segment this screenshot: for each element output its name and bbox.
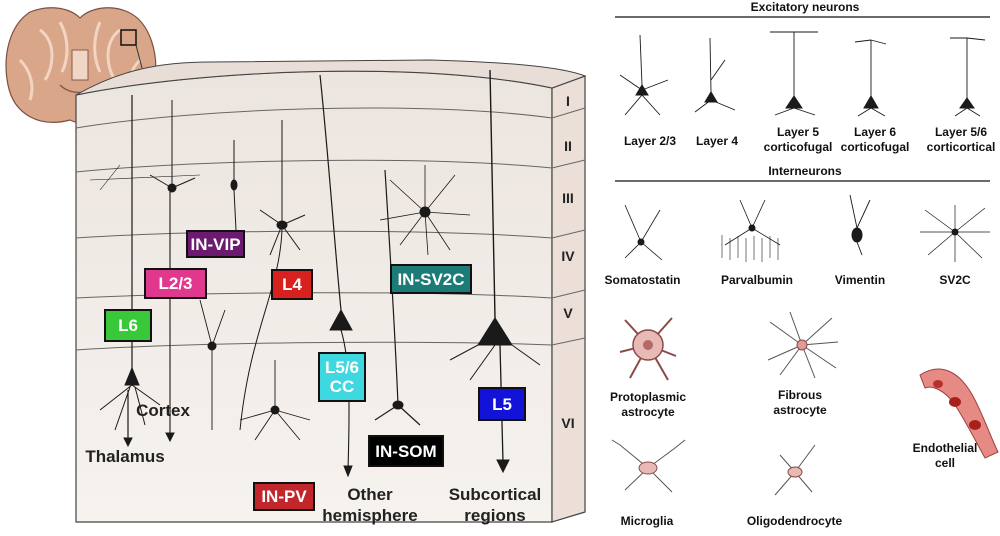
destination-cortex: Cortex: [136, 401, 190, 420]
excitatory-neuron-icons: [619, 31, 986, 117]
endothelial-cell-icon: [919, 368, 999, 459]
caption-fibrous-astrocyte: Fibrous astrocyte: [773, 388, 827, 417]
caption-sv2c: SV2C: [939, 273, 971, 287]
fibrous-astrocyte-icon: [767, 311, 839, 379]
caption-somatostatin: Somatostatin: [604, 273, 681, 287]
label-l6: L6: [104, 309, 152, 342]
layer-label-vi: VI: [561, 415, 575, 431]
caption-layer-4: Layer 4: [695, 134, 739, 148]
layer-label-i: I: [566, 93, 570, 109]
label-l23: L2/3: [144, 268, 207, 299]
caption-layer-6-corticofugal: Layer 6 corticofugal: [840, 125, 910, 154]
label-in-sv2c: IN-SV2C: [390, 264, 472, 294]
microglia-icon: [611, 439, 686, 493]
layer-label-iii: III: [562, 190, 574, 206]
excitatory-title: Excitatory neurons: [750, 0, 860, 14]
caption-protoplasmic-astrocyte: Protoplasmic astrocyte: [609, 390, 687, 419]
interneurons-title: Interneurons: [768, 164, 842, 178]
caption-layer-56-corticortical: Layer 5/6 corticortical: [926, 125, 996, 154]
destination-subcortical: Subcortical regions: [448, 485, 542, 525]
caption-oligodendrocyte: Oligodendrocyte: [746, 514, 843, 528]
caption-endothelial-cell: Endothelial cell: [912, 441, 978, 470]
label-in-pv: IN-PV: [253, 482, 315, 511]
label-l5: L5: [478, 387, 526, 421]
caption-layer-23: Layer 2/3: [623, 134, 677, 148]
caption-microglia: Microglia: [620, 514, 674, 528]
caption-vimentin: Vimentin: [834, 273, 886, 287]
label-in-vip: IN-VIP: [186, 230, 245, 258]
destination-thalamus: Thalamus: [85, 447, 165, 466]
oligodendrocyte-icon: [774, 444, 816, 496]
layer-label-iv: IV: [561, 248, 575, 264]
neurons: [89, 69, 541, 478]
interneuron-icons: [624, 194, 990, 262]
layer-label-ii: II: [564, 138, 572, 154]
label-l4: L4: [271, 269, 313, 300]
layer-label-v: V: [563, 305, 573, 321]
label-l56-cc: L5/6 CC: [318, 352, 366, 402]
destination-other-hemisphere: Other hemisphere: [322, 485, 418, 525]
label-in-som: IN-SOM: [368, 435, 444, 467]
glia-icons: [611, 311, 999, 496]
caption-parvalbumin: Parvalbumin: [720, 273, 794, 287]
caption-layer-5-corticofugal: Layer 5 corticofugal: [763, 125, 833, 154]
